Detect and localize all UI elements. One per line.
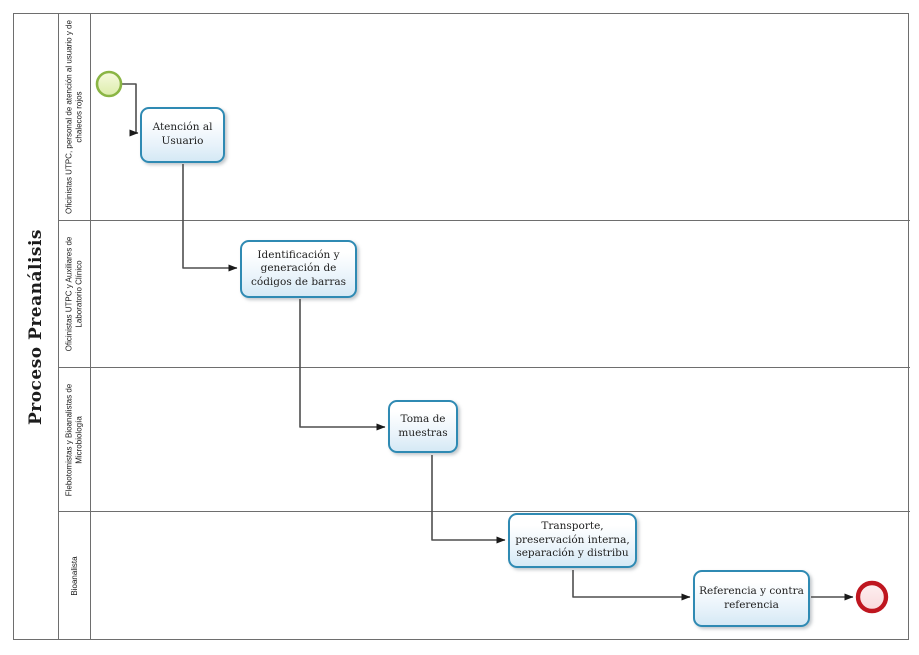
lane-label-text: Oficinistas UTPC y Auxiliares de Laborat…: [64, 236, 84, 352]
task-identificacion-codigos-barras: Identificación y generación de códigos d…: [240, 240, 357, 298]
lane-label-divider: [90, 13, 91, 640]
lane-divider-3: [58, 511, 910, 512]
task-toma-de-muestras: Toma de muestras: [388, 400, 458, 453]
lane-label-bioanalista: Bioanalista: [59, 512, 90, 640]
task-referencia-contrareferencia: Referencia y contra referencia: [693, 570, 810, 627]
lane-divider-2: [58, 367, 910, 368]
lane-label-text: Oficinistas UTPC, personal de atención a…: [64, 20, 84, 214]
lane-label-text: Flebotomistas y Bioanalistas de Microbio…: [64, 383, 84, 496]
task-transporte-preservacion: Transporte, preservación interna, separa…: [508, 513, 637, 568]
lane-label-text: Bioanalista: [69, 556, 79, 596]
task-atencion-al-usuario: Atención al Usuario: [140, 107, 225, 163]
pool-title-divider: [58, 13, 59, 640]
lane-label-oficinistas-atencion: Oficinistas UTPC, personal de atención a…: [59, 14, 90, 220]
lane-label-flebotomistas: Flebotomistas y Bioanalistas de Microbio…: [59, 368, 90, 511]
lane-label-oficinistas-auxiliares: Oficinistas UTPC y Auxiliares de Laborat…: [59, 221, 90, 367]
pool-title-strip: Proceso Preanálisis: [14, 13, 58, 640]
lane-divider-1: [58, 220, 910, 221]
pool-title: Proceso Preanálisis: [26, 228, 46, 425]
